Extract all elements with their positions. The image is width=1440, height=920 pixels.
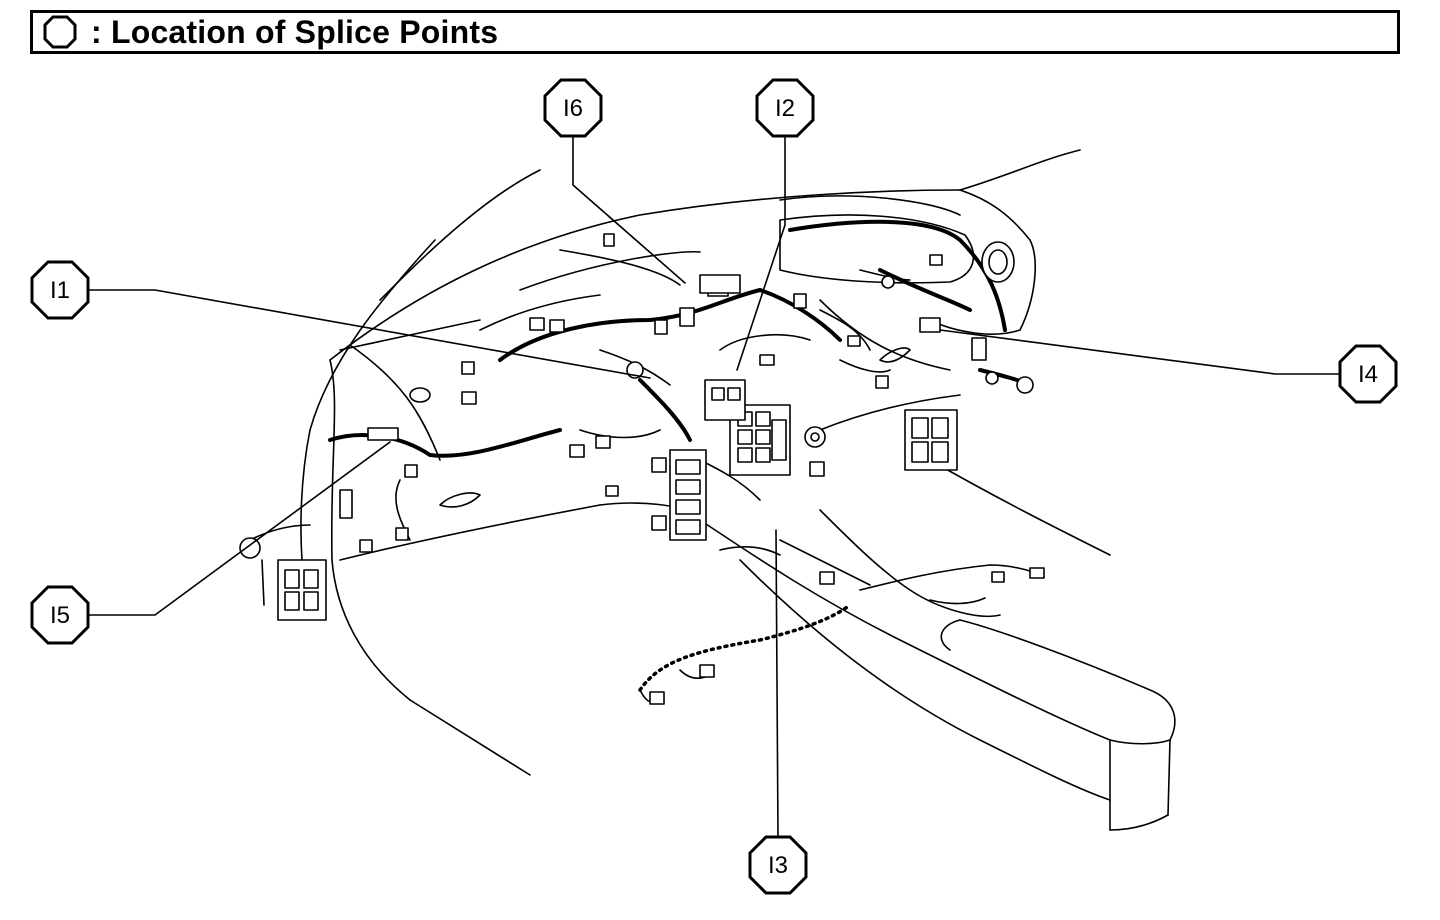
legend-box: : Location of Splice Points (30, 10, 1400, 54)
splice-point-i5: I5 (30, 585, 90, 645)
leader-i5 (87, 441, 391, 616)
center-console (699, 509, 1176, 831)
junction-block-right (904, 409, 958, 471)
leader-i6 (572, 131, 686, 284)
splice-point-i1: I1 (30, 260, 90, 320)
octagon-icon (43, 15, 77, 49)
splice-label-i4: I4 (1358, 361, 1378, 388)
junction-block-left (669, 449, 707, 541)
relay-block-upper (699, 274, 746, 421)
splice-point-i6: I6 (543, 78, 603, 138)
vent-details (439, 334, 911, 556)
leader-i1 (87, 289, 651, 379)
round-parts (239, 241, 1034, 559)
leader-lines (87, 131, 1341, 838)
leader-i4 (939, 329, 1341, 375)
wire-harness (328, 219, 1032, 458)
rear-harness (638, 603, 852, 692)
leader-i2 (736, 131, 786, 371)
leader-i3 (775, 529, 779, 838)
junction-block-kick (277, 559, 327, 621)
splice-label-i1: I1 (50, 277, 70, 304)
splice-label-i3: I3 (768, 852, 788, 879)
splice-label-i6: I6 (563, 95, 583, 122)
splice-point-i3: I3 (748, 835, 808, 895)
splice-label-i2: I2 (775, 95, 795, 122)
splice-point-i2: I2 (755, 78, 815, 138)
splice-point-i4: I4 (1338, 344, 1398, 404)
connectors (339, 233, 1045, 705)
splice-label-i5: I5 (50, 602, 70, 629)
legend-text: : Location of Splice Points (91, 13, 499, 50)
